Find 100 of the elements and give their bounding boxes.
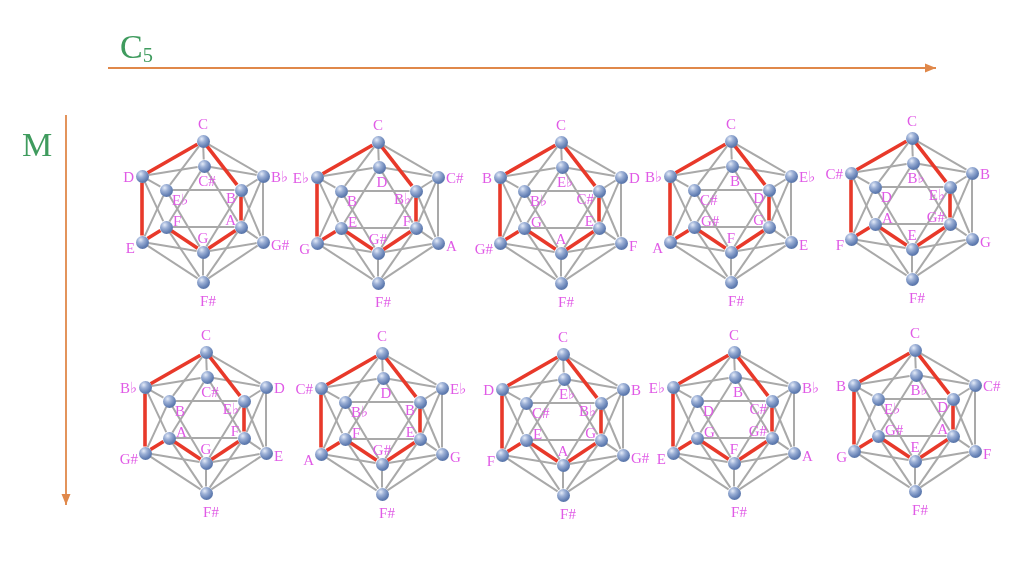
edge-line [248, 389, 262, 399]
highlighted-edge-line [149, 353, 202, 386]
highlighted-edge-line [325, 440, 341, 453]
note-label: C [558, 329, 568, 345]
edge-line [919, 453, 971, 489]
edge-line [563, 232, 597, 279]
note-label: D [753, 190, 764, 206]
edge-line [569, 379, 618, 389]
edge-line [674, 391, 696, 434]
note-label: B♭ [119, 380, 137, 396]
edge-line [150, 453, 201, 463]
vertex-sphere [909, 368, 923, 382]
highlighted-edge-line [736, 356, 770, 397]
edge-line [420, 179, 434, 189]
note-label: A [652, 240, 663, 256]
vertex-sphere [371, 135, 385, 149]
note-label: G [200, 441, 212, 457]
highlighted-edge-line [208, 356, 242, 397]
highlighted-edge-line [321, 143, 374, 176]
edge-line [567, 356, 619, 387]
edge-line [318, 181, 340, 224]
edge-line [605, 442, 619, 453]
edge-line [605, 391, 619, 401]
edge-line [733, 468, 735, 488]
edge-line [387, 454, 437, 464]
note-label: B♭ [644, 169, 662, 185]
highlighted-edge-line [414, 197, 418, 222]
edge-line [168, 194, 201, 248]
note-label: B [836, 378, 846, 394]
note-label: G [197, 230, 209, 246]
edge-line [736, 242, 786, 252]
vertex-sphere [413, 395, 427, 409]
edge-line [773, 406, 793, 448]
edge-line [381, 171, 414, 224]
vertex-sphere [666, 446, 680, 460]
edge-line [566, 383, 599, 436]
edge-line [322, 243, 373, 253]
axis-label: C$_{5}$ [120, 30, 153, 64]
edge-line [318, 195, 340, 239]
edge-line [880, 354, 913, 395]
note-label: B [980, 166, 990, 182]
note-label: F# [379, 505, 395, 521]
vertex-sphere [159, 183, 173, 197]
highlighted-edge-line [319, 394, 323, 448]
note-label: G# [119, 451, 138, 467]
edge-line [696, 170, 730, 223]
edge-line [917, 440, 951, 487]
note-label: C# [201, 384, 219, 400]
edge-line [951, 177, 971, 220]
highlighted-edge-line [140, 182, 144, 236]
edge-line [441, 393, 443, 449]
vertex-sphere [871, 392, 885, 406]
edge-line [699, 442, 732, 489]
edge-line [918, 379, 951, 432]
highlighted-edge-line [504, 143, 557, 176]
edge-line [951, 192, 971, 234]
note-label: B♭ [802, 380, 820, 396]
edge-line [526, 232, 559, 279]
edge-line [242, 195, 262, 237]
highlighted-edge-line [677, 439, 693, 452]
edge-line [957, 438, 971, 449]
edge-line [622, 394, 624, 450]
highlighted-edge-line [733, 145, 767, 186]
highlighted-edge-line [565, 358, 599, 399]
edge-line [384, 443, 418, 490]
edge-line [210, 354, 262, 385]
edge-line [505, 167, 557, 177]
edge-line [568, 455, 618, 465]
highlighted-edge-line [674, 142, 727, 175]
note-label: B♭ [578, 403, 596, 419]
highlighted-edge-line [173, 440, 202, 461]
edge-line [265, 392, 267, 448]
note-label: E♭ [558, 386, 576, 402]
edge-line [384, 406, 418, 460]
edge-line [735, 244, 787, 280]
note-label: F [726, 230, 736, 246]
edge-line [678, 377, 730, 387]
vertex-sphere [376, 371, 390, 385]
note-label: B♭ [910, 382, 928, 398]
edge-line [702, 437, 767, 439]
highlighted-edge-line [677, 353, 730, 386]
edge-line [171, 356, 204, 397]
edge-line [565, 444, 599, 491]
edge-line [880, 379, 914, 432]
vertex-sphere [784, 169, 798, 183]
note-label: A [557, 443, 569, 459]
edge-line [567, 167, 616, 177]
edge-line [858, 453, 911, 489]
edge-line [343, 146, 376, 187]
edge-line [674, 405, 696, 449]
note-label: F# [728, 293, 744, 309]
edge-line [674, 244, 727, 280]
vertex-sphere [554, 135, 568, 149]
edge-line [531, 402, 596, 404]
edge-line [421, 407, 441, 449]
edge-line [417, 181, 437, 224]
note-label: F# [375, 294, 391, 310]
vertex-sphere [435, 381, 449, 395]
vertex-sphere [965, 166, 979, 180]
note-label: E [799, 237, 809, 253]
